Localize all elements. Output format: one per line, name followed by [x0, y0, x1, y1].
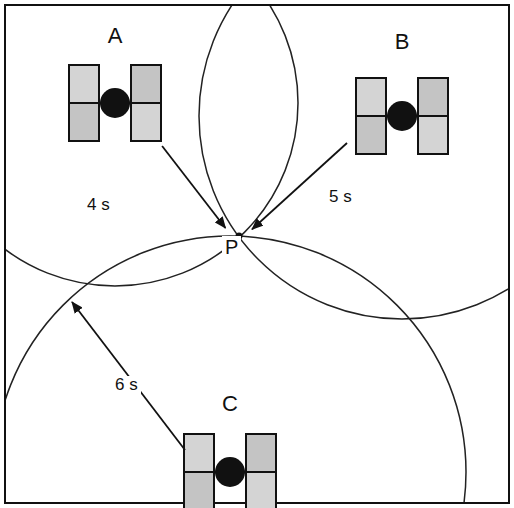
time-label: 5 s	[326, 188, 355, 207]
time-label: 4 s	[84, 196, 113, 215]
time-label: 6 s	[112, 376, 141, 395]
satellite-node: C	[175, 392, 285, 506]
range-circle	[6, 236, 466, 502]
range-arrow	[72, 302, 185, 450]
satellite-symbol	[356, 78, 448, 154]
satellite-node: A	[60, 24, 170, 146]
satellite-label: A	[105, 24, 126, 48]
satellite-label: C	[219, 392, 241, 416]
satellite-node: B	[347, 30, 457, 156]
satellite-symbol	[184, 434, 276, 508]
range-arrow	[252, 143, 347, 229]
range-circle	[6, 6, 298, 286]
point-label: P	[222, 236, 241, 258]
satellite-label: B	[392, 30, 413, 54]
frame	[5, 5, 509, 503]
satellite-symbol	[69, 65, 161, 141]
position-node: P	[222, 228, 252, 258]
range-arrow	[162, 146, 225, 228]
range-circle	[199, 6, 508, 319]
